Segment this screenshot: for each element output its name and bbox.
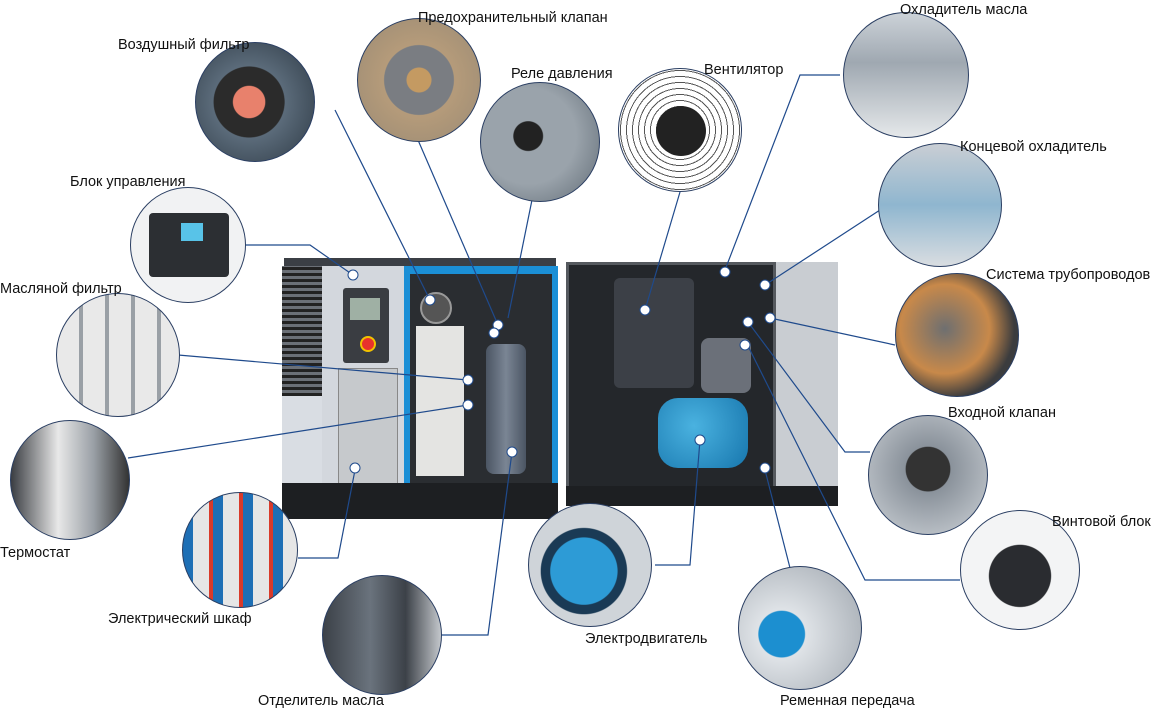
label-control-unit: Блок управления xyxy=(70,174,186,190)
belt-drive-photo xyxy=(738,566,862,690)
compressor-right-unit xyxy=(566,258,842,508)
oil-cooler-photo xyxy=(843,12,969,138)
label-screw-block: Винтовой блок xyxy=(1052,514,1151,530)
piping-photo xyxy=(895,273,1019,397)
aftercooler-photo xyxy=(878,143,1002,267)
oil-separator-tank xyxy=(486,344,526,474)
control-unit-photo xyxy=(130,187,246,303)
leader-oil-separator xyxy=(440,451,513,636)
electrical-cabinet-photo xyxy=(182,492,298,608)
label-belt-drive: Ременная передача xyxy=(780,693,915,709)
unit-base xyxy=(282,483,558,519)
electrical-cabinet-open xyxy=(338,368,398,490)
side-grille xyxy=(282,266,322,396)
motor-photo xyxy=(528,503,652,627)
fan-housing xyxy=(614,278,694,388)
label-oil-filter: Масляной фильтр xyxy=(0,281,122,297)
screw-block-photo xyxy=(960,510,1080,630)
leader-screw-block xyxy=(744,339,960,581)
inlet-valve-photo xyxy=(868,415,988,535)
leader-aftercooler xyxy=(764,209,881,286)
side-panel xyxy=(282,396,322,491)
label-safety-valve: Предохранительный клапан xyxy=(418,10,608,26)
label-motor: Электродвигатель xyxy=(585,631,708,647)
leader-piping xyxy=(769,317,896,346)
motor-body xyxy=(658,398,748,468)
leader-electrical-cabinet xyxy=(298,469,356,559)
label-oil-cooler: Охладитель масла xyxy=(900,2,1028,18)
label-oil-separator: Отделитель масла xyxy=(258,693,384,709)
label-electrical-cabinet: Электрический шкаф xyxy=(108,611,252,627)
leader-pressure-switch xyxy=(507,194,534,319)
leader-inlet-valve xyxy=(747,321,870,453)
unit-top xyxy=(284,258,556,268)
label-fan: Вентилятор xyxy=(704,62,784,78)
leader-control-unit xyxy=(245,244,354,276)
label-inlet-valve: Входной клапан xyxy=(948,405,1056,421)
label-pressure-switch: Реле давления xyxy=(511,66,613,82)
leader-air-filter xyxy=(334,109,431,301)
air-filter-photo xyxy=(195,42,315,162)
leader-safety-valve xyxy=(417,139,499,326)
leader-motor xyxy=(655,439,701,566)
leader-fan xyxy=(644,191,681,311)
label-piping: Система трубопроводов xyxy=(986,267,1151,283)
leader-oil-cooler xyxy=(724,74,840,271)
leader-oil-filter xyxy=(177,354,469,381)
leader-thermostat xyxy=(127,404,469,459)
label-thermostat: Термостат xyxy=(0,545,71,561)
thermostat-photo xyxy=(10,420,130,540)
leader-belt-drive xyxy=(764,469,791,569)
label-aftercooler: Концевой охладитель xyxy=(960,139,1107,155)
label-air-filter: Воздушный фильтр xyxy=(118,37,250,53)
safety-valve-photo xyxy=(357,18,481,142)
oil-filter-photo xyxy=(56,293,180,417)
pressure-switch-photo xyxy=(480,82,600,202)
fan-photo xyxy=(618,68,742,192)
oil-separator-photo xyxy=(322,575,442,695)
control-panel-screen xyxy=(343,288,389,363)
